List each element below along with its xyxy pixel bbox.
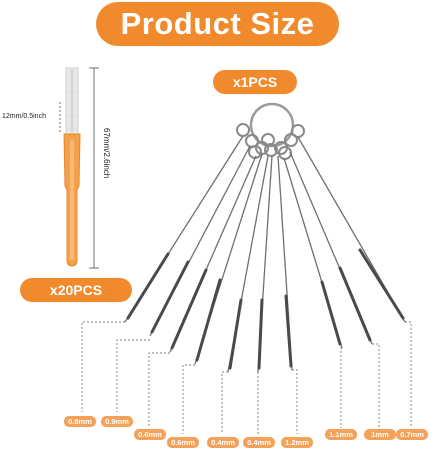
interdental-brush-image bbox=[63, 67, 81, 267]
total-length-label: 67mm/2.6inch bbox=[102, 128, 111, 179]
size-label-9: 1mm bbox=[364, 429, 396, 440]
size-label-10: 0.7mm bbox=[396, 429, 428, 440]
size-leader-lines bbox=[81, 321, 412, 434]
tip-length-label: 12mm/0.5inch bbox=[2, 113, 46, 120]
size-label-7: 1.2mm bbox=[281, 437, 313, 448]
size-label-3: 0.6mm bbox=[134, 429, 166, 440]
page-title: Product Size bbox=[96, 2, 339, 46]
size-label-5: 0.4mm bbox=[207, 437, 239, 448]
size-label-4: 0.6mm bbox=[167, 437, 199, 448]
size-label-6: 0.4mm bbox=[243, 437, 275, 448]
size-label-2: 0.9mm bbox=[101, 416, 133, 427]
size-label-8: 1.1mm bbox=[325, 429, 357, 440]
brush-quantity-badge: x20PCS bbox=[20, 278, 132, 302]
size-label-1: 0.8mm bbox=[64, 416, 96, 427]
pipe-cleaner-bundle-image bbox=[124, 102, 406, 373]
pipe-cleaner-quantity-badge: x1PCS bbox=[213, 70, 297, 94]
total-length-dimension bbox=[89, 67, 99, 269]
